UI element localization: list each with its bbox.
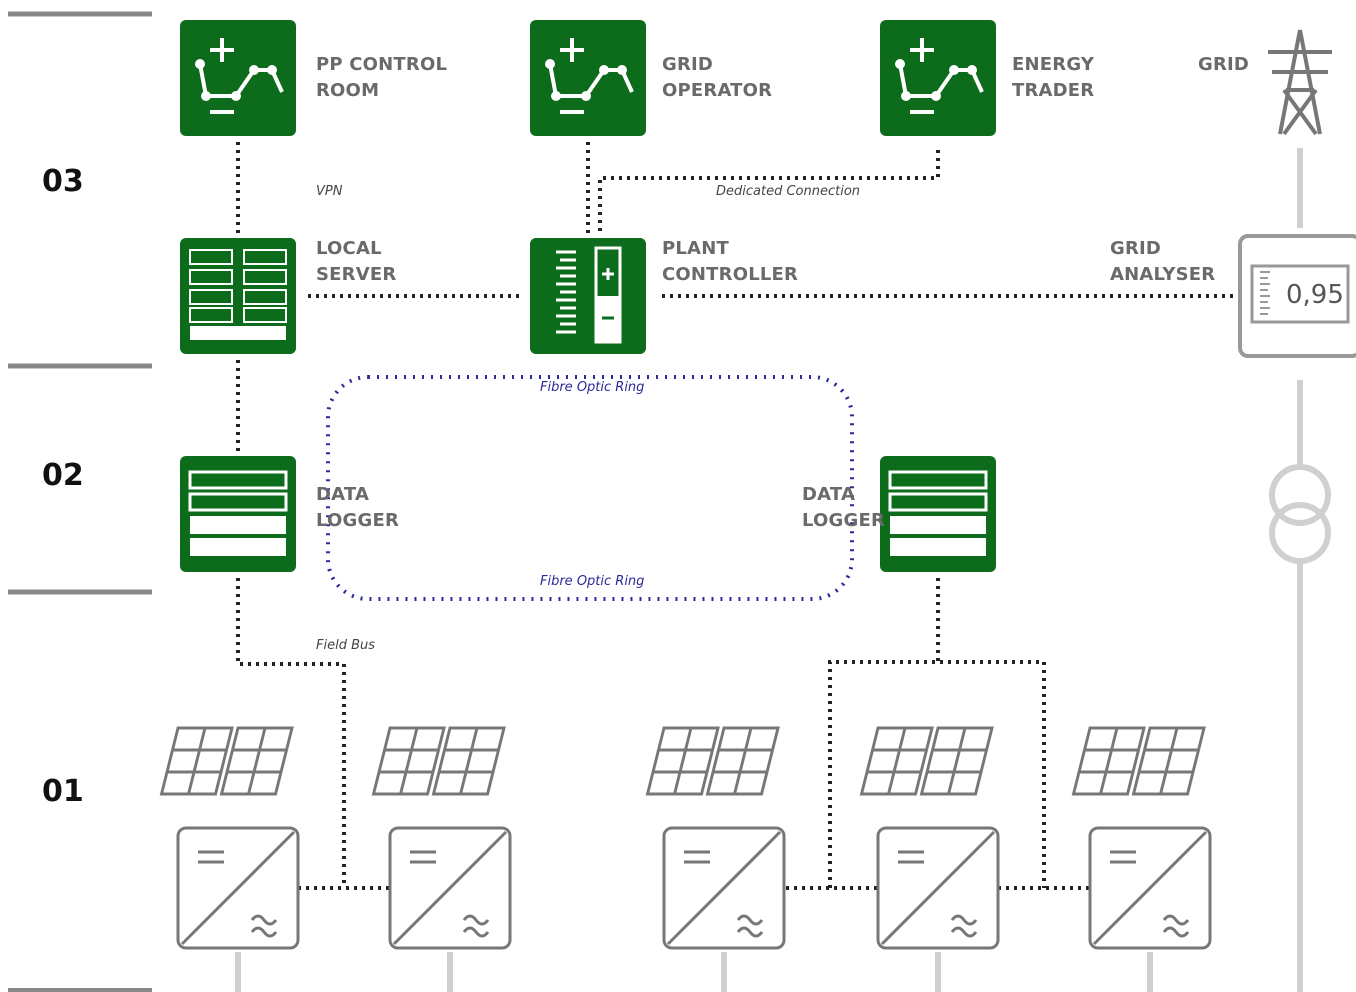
fibre-optic-ring-top-label: Fibre Optic Ring xyxy=(540,380,645,395)
dedicated-connection-label: Dedicated Connection xyxy=(716,184,861,199)
data-logger-right-label: DATA LOGGER xyxy=(802,484,886,531)
data-logger-left-icon xyxy=(180,456,296,572)
black-dotted-links xyxy=(236,142,1236,890)
solar-panels xyxy=(159,726,1206,796)
inverter-icon xyxy=(176,826,300,950)
fibre-optic-ring-bottom-label: Fibre Optic Ring xyxy=(540,574,645,589)
grid-label: GRID xyxy=(1198,54,1250,75)
energy-trader-label: ENERGY TRADER xyxy=(1012,54,1095,101)
field-bus-label: Field Bus xyxy=(316,638,376,653)
grid-operator-label: GRID OPERATOR xyxy=(662,54,773,101)
solar-panel-icon xyxy=(159,726,294,796)
field-bus-right-branch xyxy=(828,660,1046,888)
inverter-output-lines xyxy=(235,952,1153,992)
inverter-icon xyxy=(388,826,512,950)
plant-controller-icon xyxy=(530,238,646,354)
data-logger-right-icon xyxy=(880,456,996,572)
pp-control-room-label: PP CONTROL ROOM xyxy=(316,54,448,101)
energy-trader-icon xyxy=(880,20,996,136)
inverters xyxy=(176,826,1212,950)
grid-operator-icon xyxy=(530,20,646,136)
level-01-label: 01 xyxy=(42,774,84,809)
grid-analyser-label: GRID ANALYSER xyxy=(1110,238,1216,285)
fibre-optic-ring xyxy=(326,375,854,601)
plant-controller-label: PLANT CONTROLLER xyxy=(662,238,799,285)
data-logger-left-label: DATA LOGGER xyxy=(316,484,400,531)
level-03-label: 03 xyxy=(42,164,84,199)
pp-control-room-icon xyxy=(180,20,296,136)
solar-panel-icon xyxy=(645,726,780,796)
grid-analyser-meter xyxy=(1238,234,1356,358)
link-trader-to-controller xyxy=(598,150,940,236)
grid-analyser-value: 0,95 xyxy=(1286,280,1344,310)
field-bus-left xyxy=(236,578,346,888)
inverter-icon xyxy=(876,826,1000,950)
grid-power-line xyxy=(1269,148,1331,992)
local-server-icon xyxy=(180,238,296,354)
level-02-label: 02 xyxy=(42,458,84,493)
inverter-icon xyxy=(662,826,786,950)
solar-panel-icon xyxy=(371,726,506,796)
solar-panel-icon xyxy=(1071,726,1206,796)
local-server-label: LOCAL SERVER xyxy=(316,238,397,285)
inverter-icon xyxy=(1088,826,1212,950)
vpn-label: VPN xyxy=(316,184,343,199)
solar-panel-icon xyxy=(859,726,994,796)
grid-tower-icon xyxy=(1268,29,1332,136)
